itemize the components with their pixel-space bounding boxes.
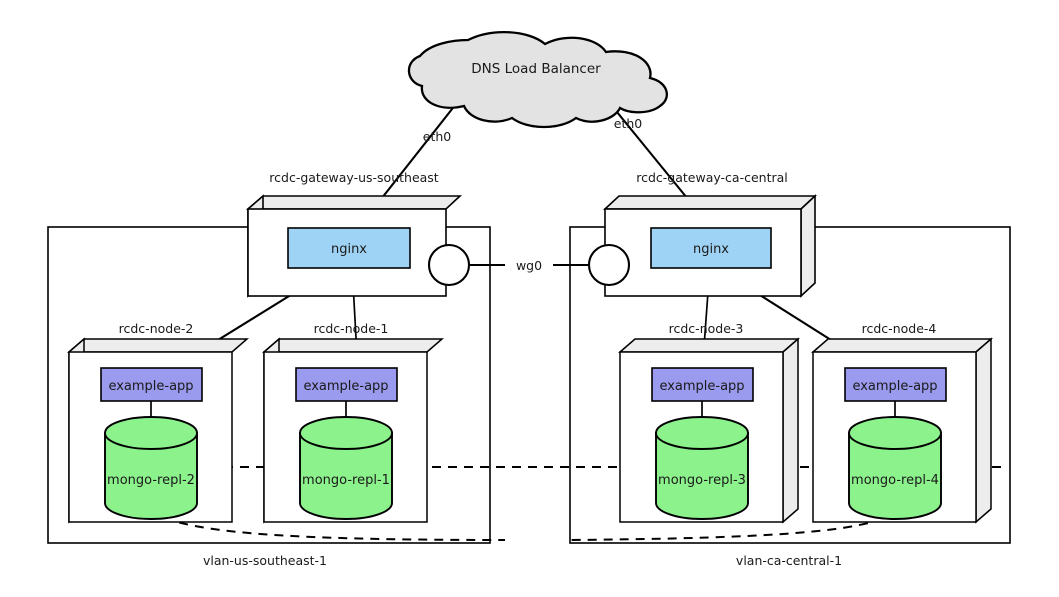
- node-3-right-face: [782, 337, 799, 524]
- node-2-app-label: example-app: [108, 379, 193, 394]
- wireguard-tunnel[interactable]: wg0: [427, 243, 631, 287]
- node-1-db-label: mongo-repl-1: [302, 473, 390, 488]
- gateway-us-nginx-box[interactable]: [287, 227, 411, 269]
- cloud-icon: [407, 31, 668, 129]
- node-1-app-box[interactable]: [295, 367, 398, 402]
- node-3-db-top: [655, 416, 749, 450]
- node-4-app-label: example-app: [852, 379, 937, 394]
- wg0-label: wg0: [516, 258, 542, 273]
- node-3-db-body: [655, 432, 749, 520]
- node-4-top-face: [810, 338, 994, 353]
- vlan-ca-central-label: vlan-ca-central-1: [736, 553, 842, 568]
- gateway-us-label: rcdc-gateway-us-southeast: [269, 170, 439, 185]
- eth0-left-label: eth0: [423, 129, 452, 144]
- node-1-app-label: example-app: [303, 379, 388, 394]
- node-4-db-label: mongo-repl-4: [851, 473, 939, 488]
- vlan-us-southeast-label: vlan-us-southeast-1: [203, 553, 327, 568]
- eth0-right-label: eth0: [614, 116, 643, 131]
- node-4-right-face: [975, 337, 992, 524]
- cloud-label: DNS Load Balancer: [471, 61, 601, 77]
- gateway-ca-nginx-box[interactable]: [650, 227, 772, 269]
- node-2-db-label: mongo-repl-2: [107, 473, 195, 488]
- gateway-ca-top-face: [602, 195, 818, 210]
- gateway-ca-right-face: [800, 194, 816, 298]
- node-3-label: rcdc-node-3: [669, 321, 744, 336]
- node-1-db-body: [299, 432, 393, 520]
- gateway-us-top-face: [245, 195, 463, 210]
- gateway-us-nginx-label: nginx: [331, 242, 367, 257]
- node-3-top-face: [617, 338, 801, 353]
- wg0-endpoint-ca-icon[interactable]: [587, 243, 631, 287]
- gateway-ca-nginx-label: nginx: [693, 242, 729, 257]
- node-2-app-box[interactable]: [100, 367, 203, 402]
- node-rcdc-node-3[interactable]: rcdc-node-3 example-app mongo-repl-3: [617, 321, 801, 524]
- node-rcdc-node-1[interactable]: rcdc-node-1 example-app mongo-repl-1: [261, 321, 445, 524]
- wg0-label-backdrop: [505, 256, 553, 274]
- gateway-ca-central[interactable]: rcdc-gateway-ca-central nginx: [602, 170, 818, 298]
- node-4-db-cylinder[interactable]: [848, 416, 942, 520]
- node-1-db-top: [299, 416, 393, 450]
- node-1-db-cylinder[interactable]: [299, 416, 393, 520]
- node-1-label: rcdc-node-1: [314, 321, 389, 336]
- gateway-us-southeast[interactable]: rcdc-gateway-us-southeast nginx: [245, 170, 463, 298]
- node-3-db-label: mongo-repl-3: [658, 473, 746, 488]
- wg0-endpoint-us-icon[interactable]: [427, 243, 471, 287]
- gateway-ca-label: rcdc-gateway-ca-central: [636, 170, 788, 185]
- node-1-top-face: [261, 338, 445, 353]
- node-4-app-box[interactable]: [844, 367, 947, 402]
- node-3-app-label: example-app: [659, 379, 744, 394]
- node-2-label: rcdc-node-2: [119, 321, 194, 336]
- node-3-app-box[interactable]: [651, 367, 754, 402]
- node-4-db-top: [848, 416, 942, 450]
- node-3-db-cylinder[interactable]: [655, 416, 749, 520]
- link-mongo-replication-curve-left: [163, 517, 506, 541]
- node-4-label: rcdc-node-4: [862, 321, 937, 336]
- node-2-db-cylinder[interactable]: [104, 416, 198, 520]
- node-rcdc-node-2[interactable]: rcdc-node-2 example-app mongo-repl-2: [66, 321, 250, 524]
- node-2-db-top: [104, 416, 198, 450]
- node-2-top-face: [66, 338, 250, 353]
- dns-load-balancer-cloud[interactable]: DNS Load Balancer: [407, 31, 668, 129]
- node-rcdc-node-4[interactable]: rcdc-node-4 example-app mongo-repl-4: [810, 321, 994, 524]
- node-4-db-body: [848, 432, 942, 520]
- node-2-db-body: [104, 432, 198, 520]
